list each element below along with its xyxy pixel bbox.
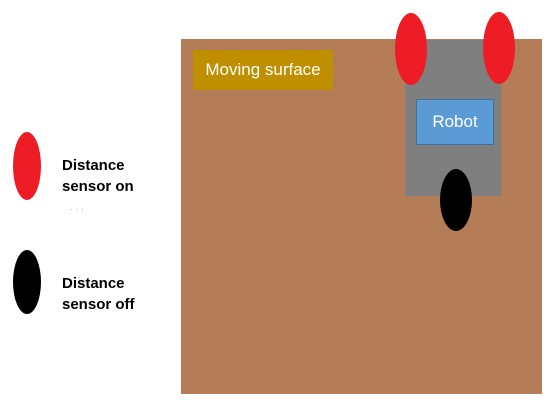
moving-surface-label: Moving surface — [193, 50, 333, 90]
legend-sensor-off-line2: sensor off — [62, 296, 135, 313]
legend-sensor-off-line1: Distance — [62, 275, 125, 292]
legend-sensor-off-label: Distance sensor off — [62, 273, 152, 315]
legend-sensor-on-symbol — [13, 132, 41, 200]
distance-sensor-on-left — [395, 13, 427, 85]
legend-sensor-on-label: Distance sensor on — [62, 155, 152, 197]
legend-sensor-on-line2: sensor on — [62, 178, 134, 195]
distance-sensor-on-right — [483, 12, 515, 84]
robot-label: Robot — [416, 99, 494, 145]
legend-sensor-off-symbol — [13, 250, 41, 314]
legend-sensor-on-line1: Distance — [62, 157, 125, 174]
distance-sensor-off-front — [440, 169, 472, 231]
faint-mark: · · · — [70, 204, 84, 214]
